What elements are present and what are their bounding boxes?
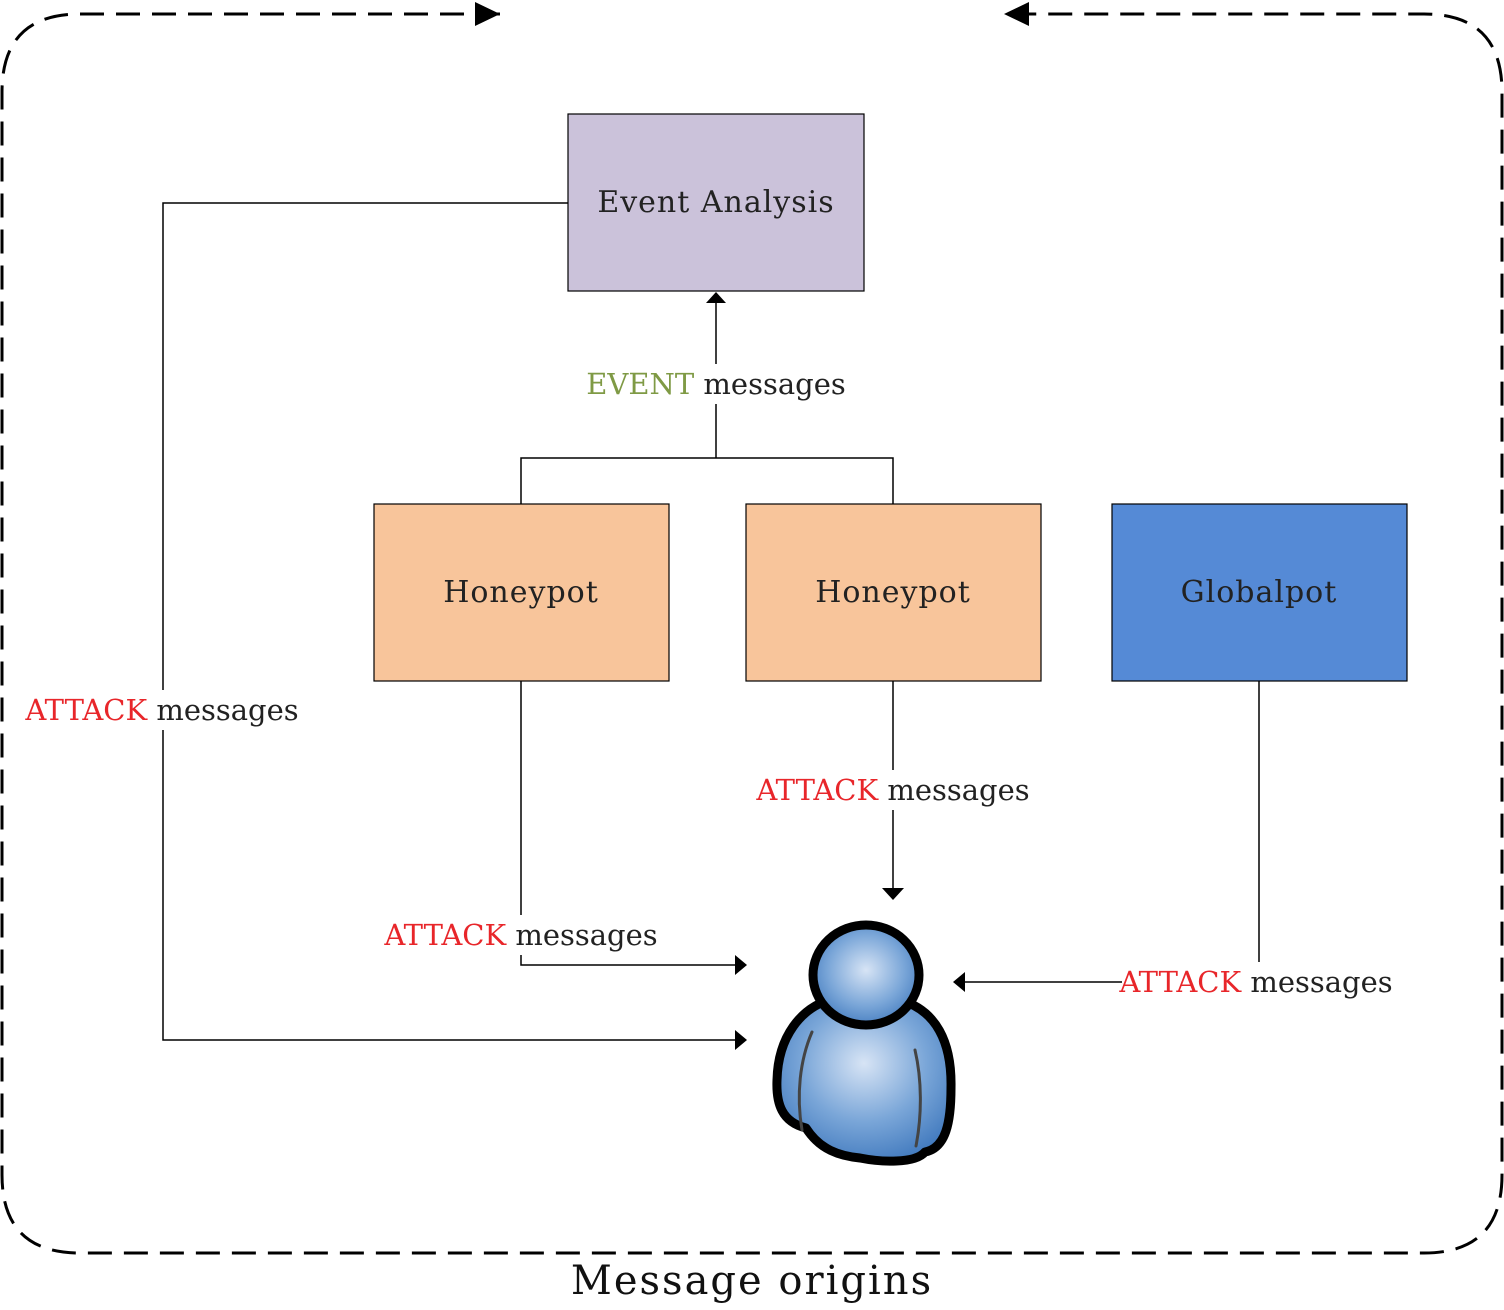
attack-honeypot-1-rest: messages [506,918,658,952]
attack-left-kind: ATTACK [24,693,148,727]
event-kind: EVENT [586,367,695,401]
attack-globalpot-kind: ATTACK [1118,965,1242,999]
attack-messages-honeypot-1-label: ATTACK messages [383,918,657,952]
attack-messages-left-label: ATTACK messages [24,693,298,727]
arrowhead-event-to-user [735,1030,747,1050]
arrowhead-honeypot-2-to-user [882,888,904,900]
attack-honeypot-2-rest: messages [878,773,1030,807]
event-rest: messages [694,367,846,401]
honeypot-2-rect [745,503,1042,682]
honeypot-1-label: Honeypot [443,575,599,610]
user-body [772,993,956,1166]
arrowhead-into-event-analysis [706,292,726,303]
attack-left-rest: messages [147,693,299,727]
attack-honeypot-1-kind: ATTACK [383,918,507,952]
attack-globalpot-rest: messages [1241,965,1393,999]
edge-labels: EVENT messages ATTACK messages ATTACK me… [24,364,1393,1002]
connector-honeypots-to-event [520,457,894,504]
connectors [162,202,1260,1041]
globalpot-box: Globalpot [1111,503,1408,682]
loop-arrowhead-left [475,2,500,26]
honeypot-2-label: Honeypot [815,575,971,610]
attack-messages-globalpot-label: ATTACK messages [1118,965,1392,999]
loop-arrowhead-right [1004,2,1029,26]
connector-globalpot-to-user [962,681,1260,983]
connector-event-to-user [162,202,738,1041]
honeypot-box-1: Honeypot [373,503,670,682]
arrowhead-globalpot-to-user [953,972,965,992]
message-origins-loop [0,2,1504,1255]
honeypot-box-2: Honeypot [745,503,1042,682]
connector-honeypot-1-to-user [520,681,738,966]
event-analysis-label: Event Analysis [597,185,834,220]
attack-honeypot-2-kind: ATTACK [755,773,879,807]
user-head [808,920,924,1030]
globalpot-label: Globalpot [1181,575,1338,610]
event-analysis-box: Event Analysis [567,113,865,292]
honeypot-1-rect [373,503,670,682]
arrowhead-honeypot-1-to-user [735,955,747,975]
user-icon [772,920,956,1166]
event-messages-label: EVENT messages [586,367,846,401]
diagram-caption: Message origins [571,1258,933,1304]
attack-messages-honeypot-2-label: ATTACK messages [755,773,1029,807]
globalpot-rect [1111,503,1408,682]
event-analysis-rect [567,113,865,292]
arrowheads [706,292,965,1050]
